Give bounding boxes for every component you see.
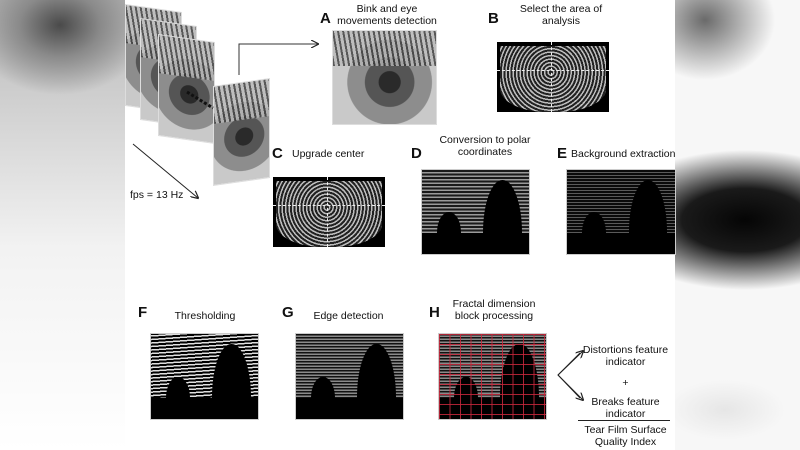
fps-label: fps = 13 Hz	[130, 189, 184, 201]
step-g-letter: G	[282, 304, 294, 321]
step-h-image	[438, 333, 547, 420]
step-a-caption: Bink and eye movements detection	[337, 3, 437, 27]
step-h-caption: Fractal dimension block processing	[452, 298, 536, 322]
step-b-letter: B	[488, 10, 499, 27]
step-f-image	[150, 333, 259, 420]
step-e-caption: Background extraction	[571, 148, 676, 160]
step-c-image	[273, 177, 385, 247]
breaks-indicator: Breaks feature indicator	[591, 396, 660, 420]
step-b-image	[497, 42, 609, 112]
step-b-caption: Select the area of analysis	[519, 3, 603, 27]
fraction-divider	[578, 420, 670, 421]
distortions-indicator: Distortions feature indicator	[582, 344, 669, 368]
plus-sign: +	[622, 377, 629, 389]
step-h-letter: H	[429, 304, 440, 321]
step-d-caption: Conversion to polar coordinates	[439, 134, 531, 158]
step-a-image	[332, 30, 437, 125]
step-e-image	[566, 169, 676, 255]
tear-film-quality-index: Tear Film Surface Quality Index	[584, 424, 667, 448]
step-g-caption: Edge detection	[313, 310, 384, 322]
step-d-image	[421, 169, 530, 255]
blurred-right-margin	[675, 0, 800, 450]
fractal-block-grid	[439, 334, 546, 419]
step-c-caption: Upgrade center	[292, 148, 365, 160]
step-f-letter: F	[138, 304, 148, 321]
step-f-caption: Thresholding	[174, 310, 236, 322]
step-e-letter: E	[557, 145, 568, 162]
step-c-letter: C	[272, 145, 283, 162]
blurred-left-margin	[0, 0, 125, 450]
step-g-image	[295, 333, 404, 420]
step-a-letter: A	[320, 10, 331, 27]
step-d-letter: D	[411, 145, 422, 162]
